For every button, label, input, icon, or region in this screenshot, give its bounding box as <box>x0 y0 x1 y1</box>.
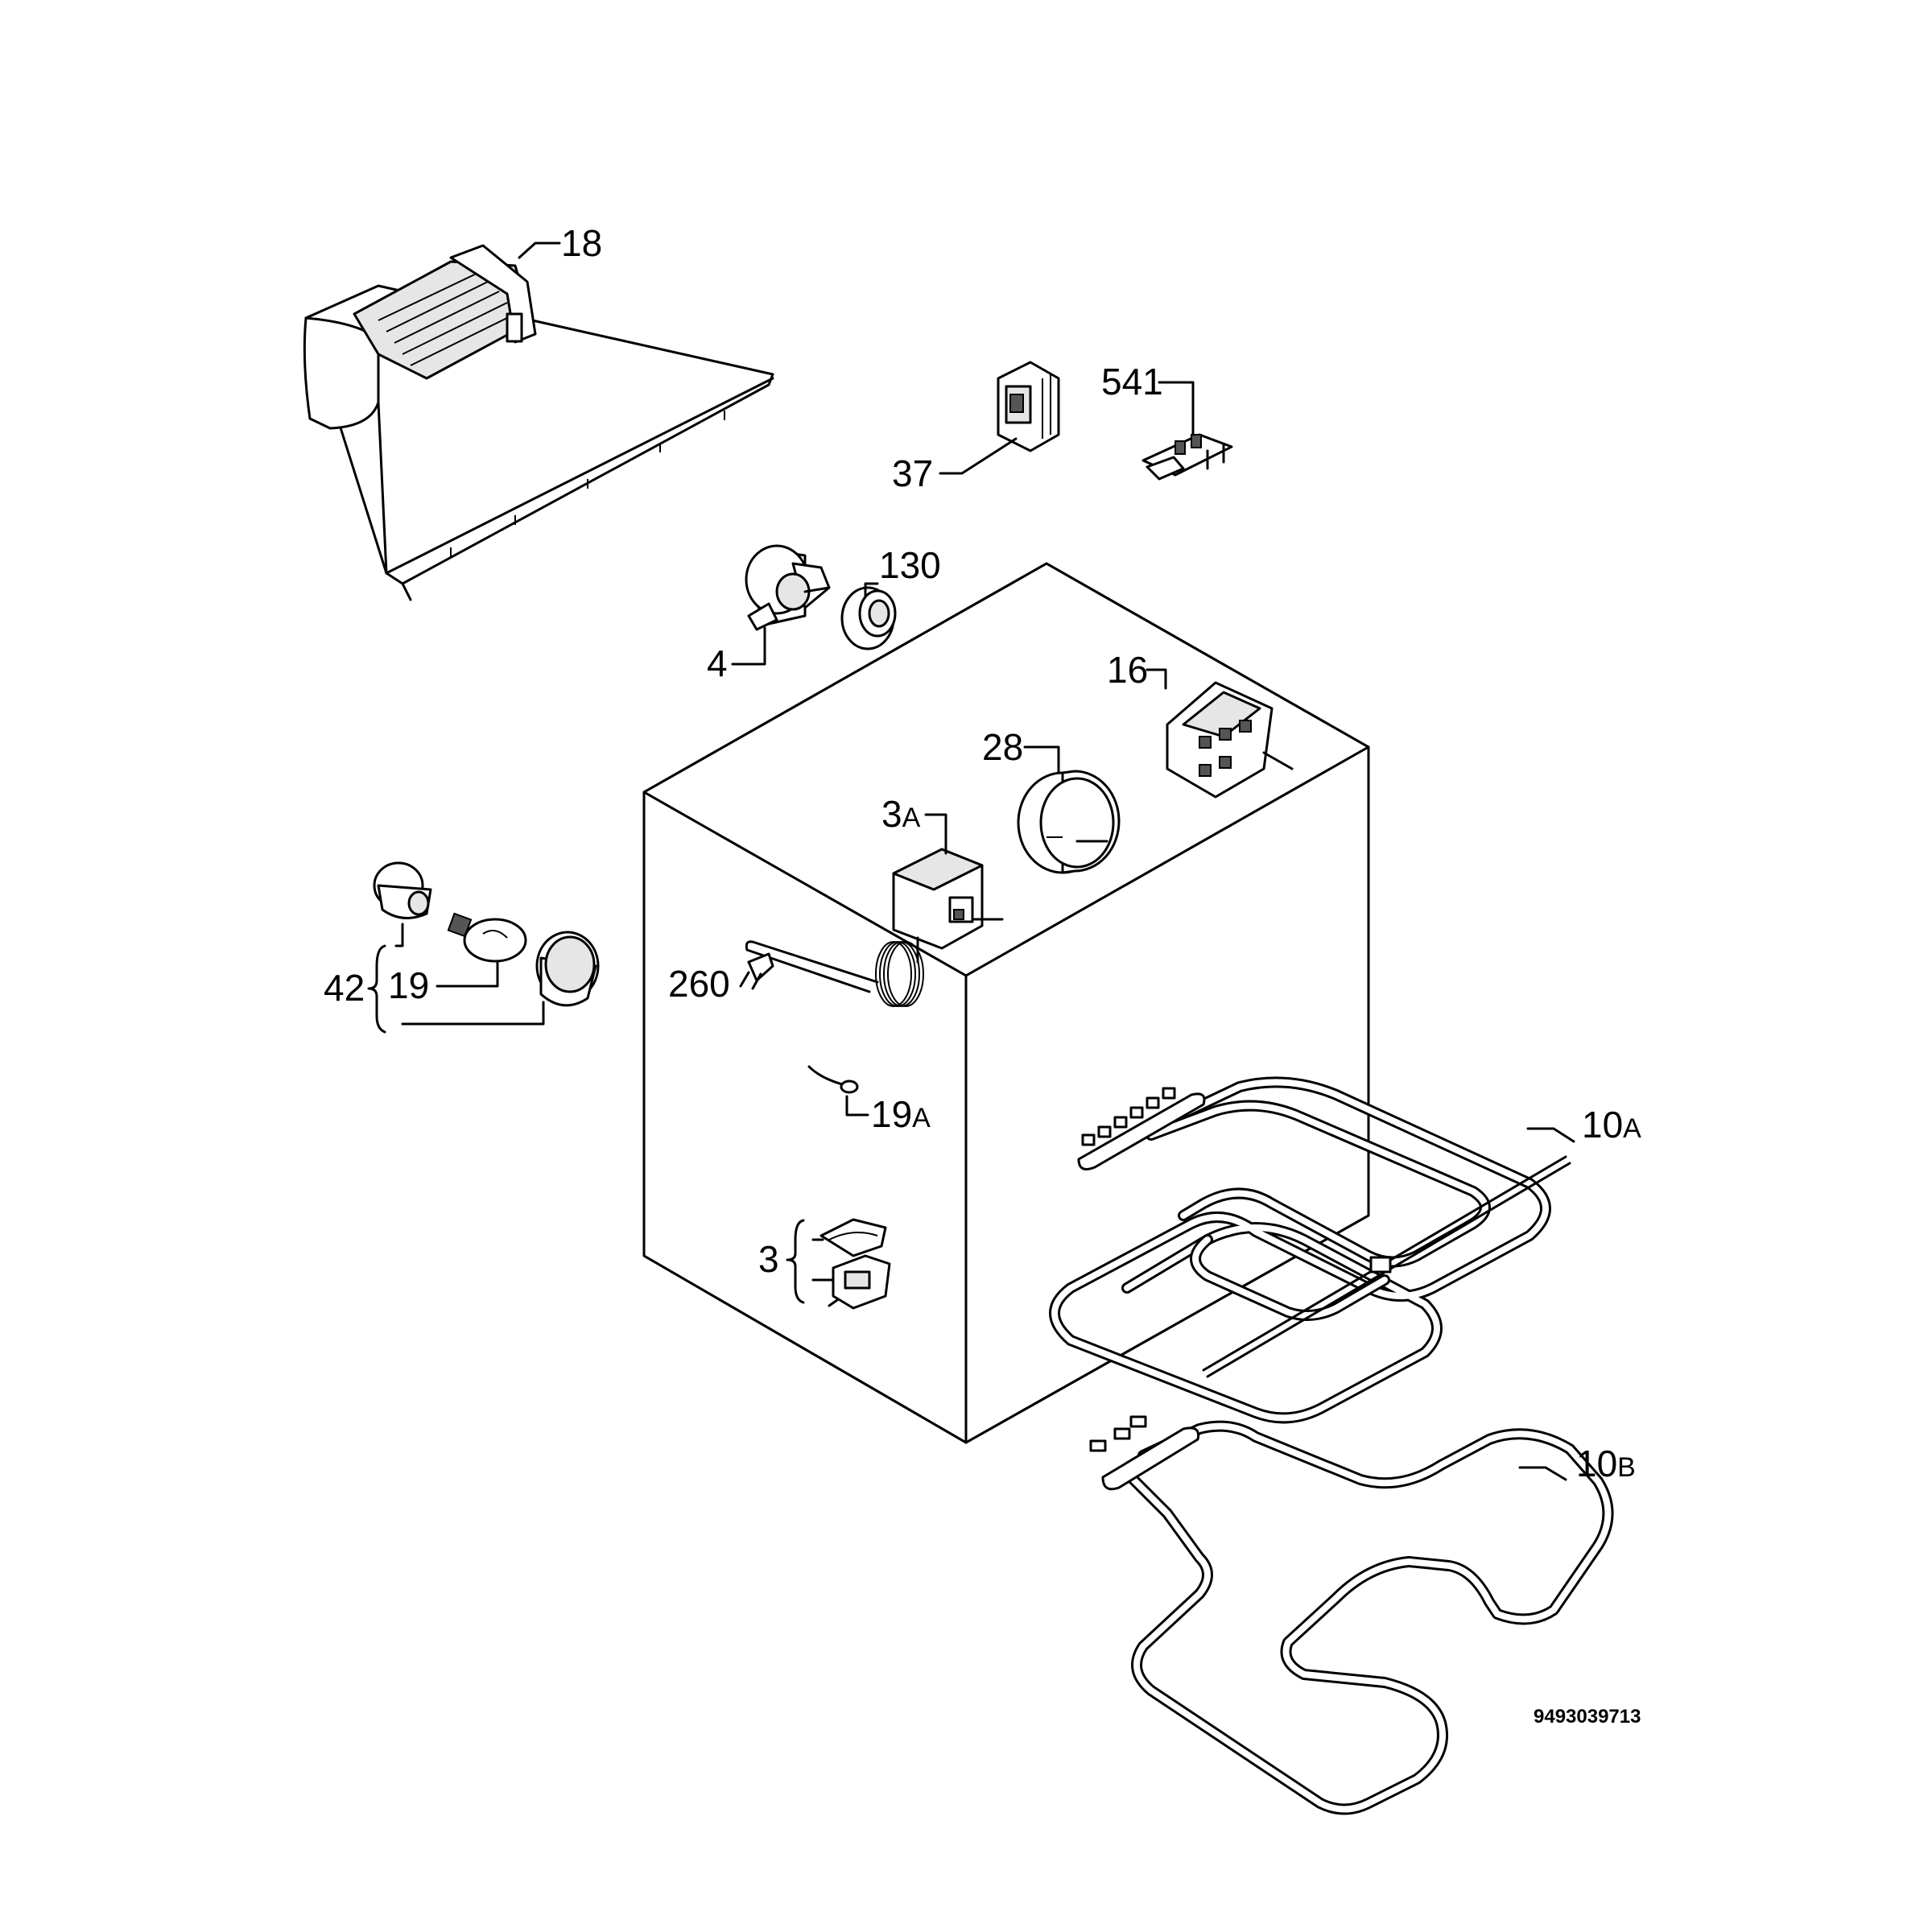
label-4: 4 <box>707 642 728 684</box>
label-260: 260 <box>668 963 730 1005</box>
lamp-socket-part <box>373 861 432 919</box>
leader-42-cover <box>401 1001 545 1026</box>
label-19a: 19A <box>871 1093 931 1135</box>
leader-4 <box>731 626 766 666</box>
sleeve-part <box>840 586 897 650</box>
label-3a: 3A <box>881 793 921 835</box>
bottom-heating-element-part <box>1089 1415 1614 1815</box>
lamp-bulb-part <box>447 912 527 963</box>
label-42: 42 <box>324 967 365 1009</box>
oven-cavity-box <box>642 562 1370 1444</box>
leader-37 <box>939 437 1018 475</box>
selector-switch-part <box>1166 681 1294 799</box>
drawing-code: 9493039713 <box>1534 1706 1641 1728</box>
connector-part <box>1141 433 1233 481</box>
thermostat-part <box>745 848 1004 1007</box>
switch-part <box>997 361 1060 452</box>
leader-541 <box>1158 381 1195 436</box>
label-10b: 10B <box>1576 1443 1636 1484</box>
label-10a: 10A <box>1582 1104 1641 1146</box>
label-16: 16 <box>1107 649 1148 691</box>
leader-28 <box>1023 745 1060 774</box>
lamp-cover-part <box>535 931 600 1007</box>
label-18: 18 <box>561 222 602 264</box>
label-19: 19 <box>388 964 429 1006</box>
timer-part <box>1017 770 1121 874</box>
brace-42 <box>367 944 386 1034</box>
leader-19 <box>436 960 499 988</box>
leader-10a <box>1526 1127 1575 1143</box>
label-541: 541 <box>1101 361 1163 402</box>
clip-part <box>739 952 774 990</box>
thermal-cutout-part <box>819 1218 891 1310</box>
leader-16 <box>1146 668 1167 690</box>
label-37: 37 <box>892 452 933 494</box>
fan-housing-part <box>303 242 774 601</box>
leader-130 <box>864 582 879 597</box>
top-heating-element-part <box>1049 1076 1571 1424</box>
leader-3a <box>924 813 947 855</box>
leader-10b <box>1518 1466 1567 1481</box>
leader-19a <box>845 1095 869 1117</box>
lamp-wire-part <box>807 1065 859 1094</box>
motor-part <box>745 544 831 631</box>
label-130: 130 <box>879 544 941 586</box>
label-28: 28 <box>982 726 1023 768</box>
leader-42-socket <box>394 923 404 947</box>
label-3: 3 <box>758 1238 779 1280</box>
brace-3 <box>786 1219 805 1304</box>
